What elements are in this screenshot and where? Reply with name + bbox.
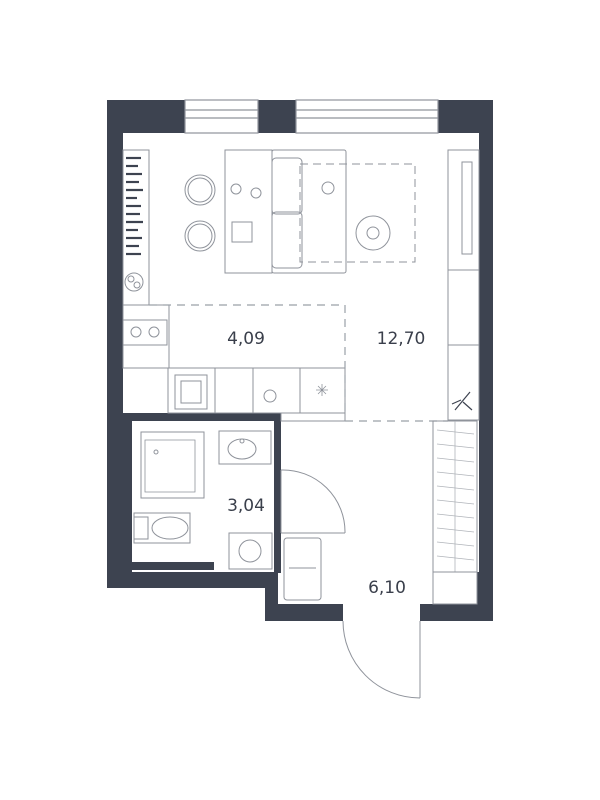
shoe-cabinet	[283, 537, 322, 601]
kitchen-area-label: 4,09	[227, 329, 265, 349]
hall	[283, 420, 478, 699]
stool-icon	[184, 220, 216, 252]
living-furniture	[122, 149, 480, 421]
room-labels: 4,09 12,70 3,04 6,10	[227, 329, 425, 598]
plant-icon	[124, 272, 144, 292]
walls	[107, 100, 493, 621]
hanger-icon	[451, 391, 473, 411]
cooktop	[122, 319, 168, 346]
burner-icon	[148, 326, 160, 338]
washbasin	[218, 430, 272, 465]
windows	[184, 99, 439, 134]
laptop-icon	[231, 221, 253, 243]
entrance-door-swing	[342, 620, 421, 699]
window-right	[295, 99, 439, 134]
table	[224, 149, 273, 274]
kitchen	[122, 304, 346, 414]
sink	[174, 374, 208, 410]
window-left	[184, 99, 259, 134]
washing-machine	[228, 532, 273, 570]
shower-tray	[140, 431, 205, 499]
bathroom	[133, 430, 346, 570]
star-icon	[316, 384, 328, 396]
stool-icon	[184, 174, 216, 206]
decor-icon	[355, 215, 391, 251]
tv-icon	[461, 161, 473, 255]
rug	[299, 163, 416, 263]
living-area-label: 12,70	[377, 329, 426, 349]
zone-boundary	[149, 304, 448, 422]
door-swing	[280, 469, 346, 534]
bathroom-area-label: 3,04	[227, 496, 265, 516]
faucet-icon	[263, 389, 277, 403]
hall-area-label: 6,10	[368, 578, 406, 598]
burner-icon	[130, 326, 142, 338]
